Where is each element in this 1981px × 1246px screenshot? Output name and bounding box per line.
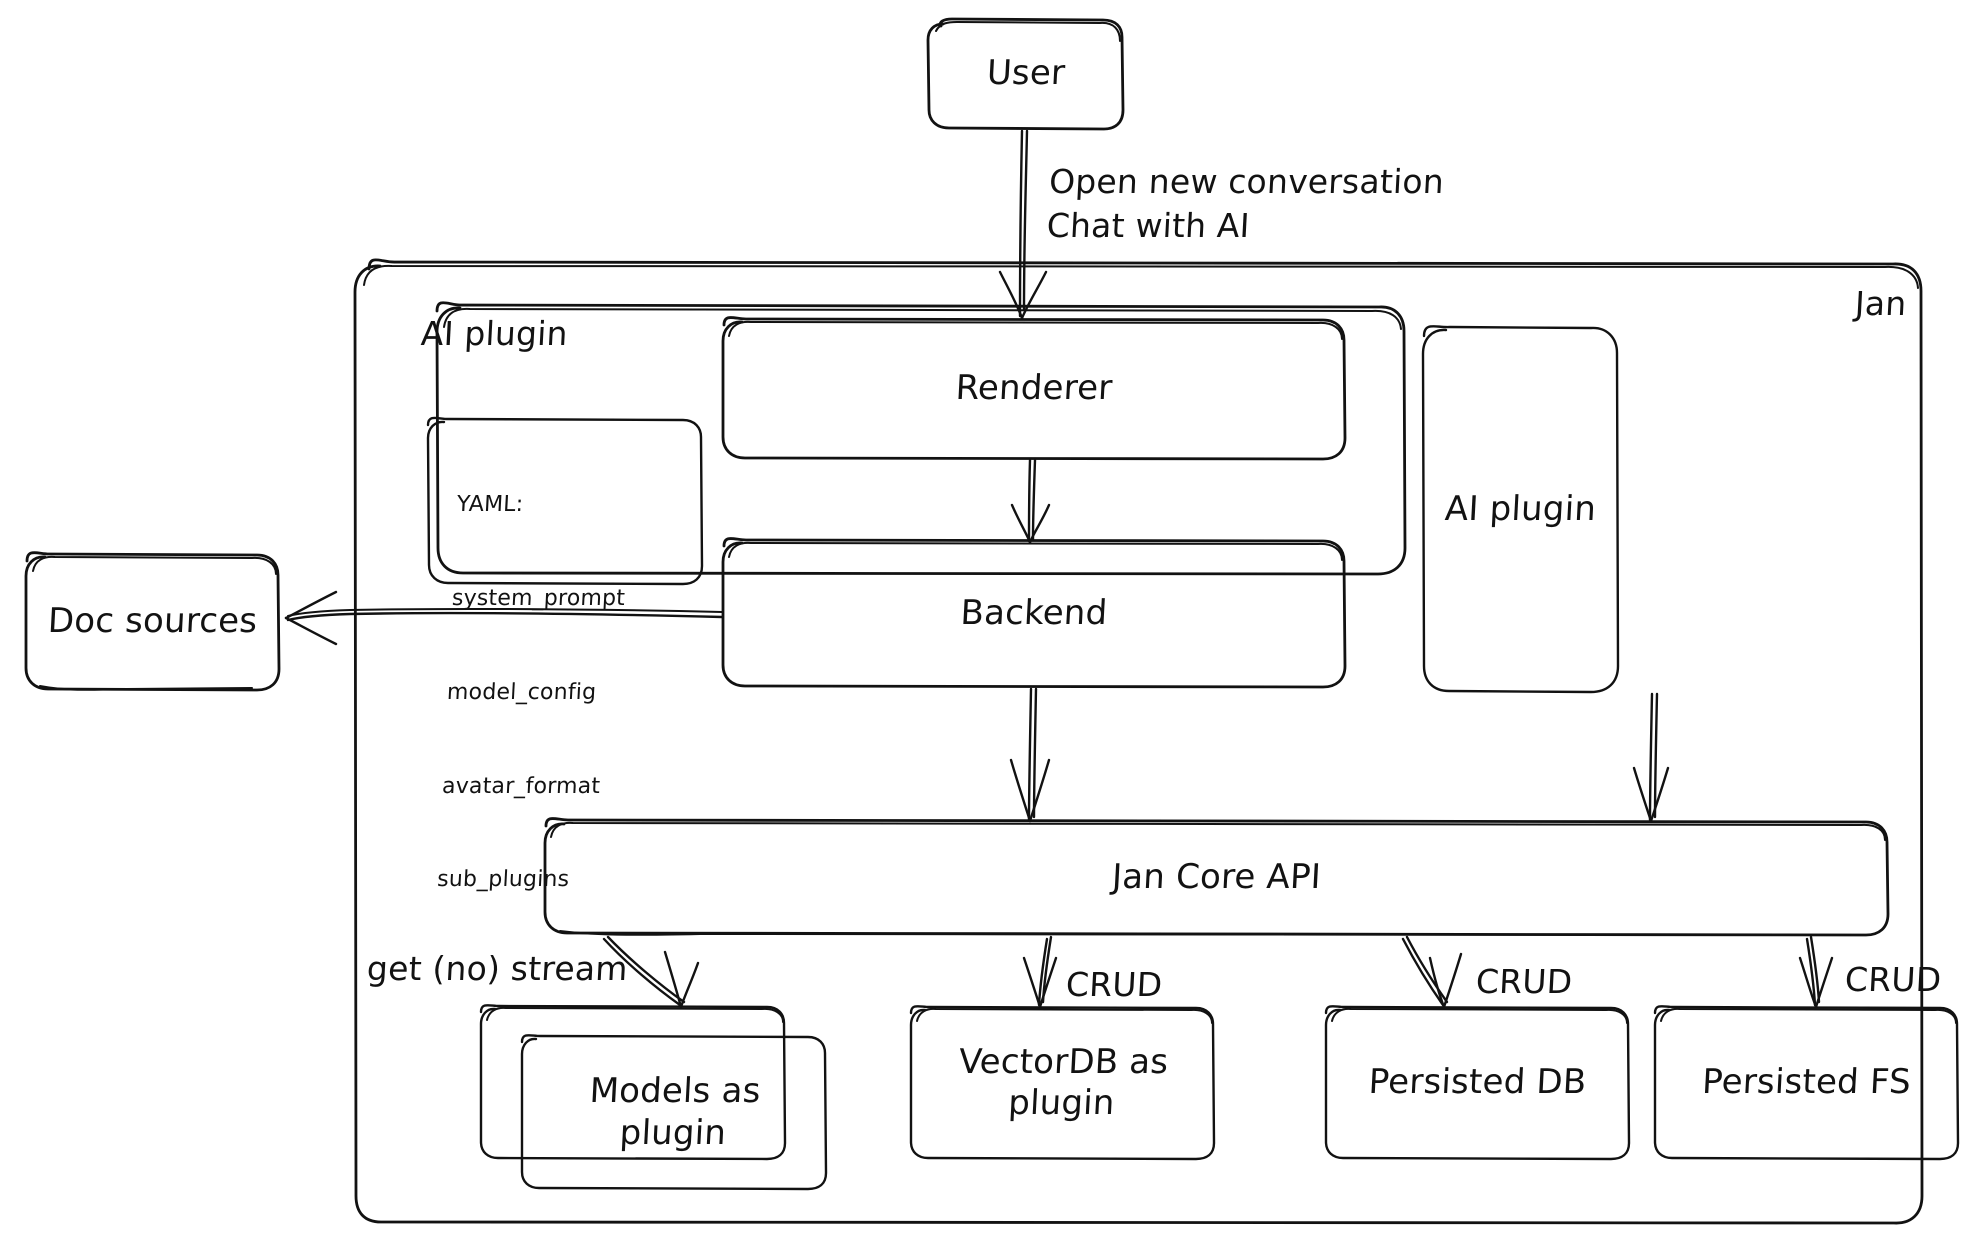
- backend-box-shape: [721, 537, 1347, 689]
- jan-container-label: Jan: [1854, 284, 1908, 323]
- node-persisted-fs[interactable]: Persisted FS: [1701, 1062, 1912, 1103]
- yaml-key-0: system_prompt: [451, 586, 626, 612]
- node-doc-sources[interactable]: Doc sources: [46, 601, 259, 642]
- yaml-header: YAML:: [456, 492, 524, 518]
- renderer-box-shape: [721, 316, 1347, 461]
- edge-label-crud-persisted-db: CRUD: [1475, 962, 1574, 1001]
- edge-core-api-to-models: [602, 935, 700, 1009]
- node-renderer[interactable]: Renderer: [954, 368, 1114, 409]
- edge-backend-to-doc-sources: [284, 590, 724, 646]
- yaml-card-shape: [426, 416, 704, 586]
- edge-label-user-to-renderer: Open new conversation Chat with AI: [1045, 162, 1446, 246]
- jan-core-api-box-shape: [543, 817, 1890, 937]
- models-as-plugin-box-shape: [479, 1004, 828, 1191]
- node-backend[interactable]: Backend: [959, 592, 1109, 633]
- ai-plugin-group-shape: [435, 301, 1407, 576]
- node-persisted-db[interactable]: Persisted DB: [1367, 1062, 1588, 1103]
- persisted-fs-box-shape: [1653, 1005, 1960, 1161]
- edge-renderer-to-backend: [1010, 458, 1051, 544]
- user-box-shape: [926, 17, 1125, 131]
- node-jan-core-api[interactable]: Jan Core API: [1111, 856, 1323, 897]
- yaml-card: YAML: system_prompt model_config avatar_…: [433, 427, 634, 958]
- ai-plugin-group-label: AI plugin: [420, 314, 569, 353]
- yaml-key-1: model_config: [446, 679, 597, 705]
- edge-label-crud-persisted-fs: CRUD: [1844, 960, 1943, 999]
- edge-core-api-to-persisted-fs: [1798, 935, 1834, 1009]
- edge-label-get-no-stream: get (no) stream: [366, 949, 629, 988]
- edge-core-api-to-vectordb: [1022, 935, 1058, 1009]
- yaml-key-2: avatar_format: [441, 773, 601, 799]
- jan-container-shape: [353, 258, 1924, 1225]
- node-user[interactable]: User: [985, 53, 1067, 94]
- edge-label-crud-vectordb: CRUD: [1065, 965, 1164, 1004]
- edge-user-to-renderer: [998, 129, 1048, 320]
- node-vectordb-as-plugin[interactable]: VectorDB as plugin: [957, 1041, 1170, 1123]
- ai-plugin-box-shape: [1421, 325, 1620, 694]
- yaml-key-3: sub_plugins: [436, 867, 570, 893]
- edge-ai-plugin-to-core-api: [1632, 692, 1670, 823]
- edge-backend-to-core-api: [1009, 687, 1051, 823]
- node-models-as-plugin[interactable]: Models as plugin: [588, 1071, 762, 1153]
- edge-core-api-to-persisted-db: [1401, 935, 1463, 1009]
- persisted-db-box-shape: [1324, 1005, 1631, 1161]
- node-ai-plugin[interactable]: AI plugin: [1443, 488, 1598, 529]
- doc-sources-box-shape: [24, 551, 281, 692]
- vectordb-as-plugin-box-shape: [909, 1005, 1216, 1161]
